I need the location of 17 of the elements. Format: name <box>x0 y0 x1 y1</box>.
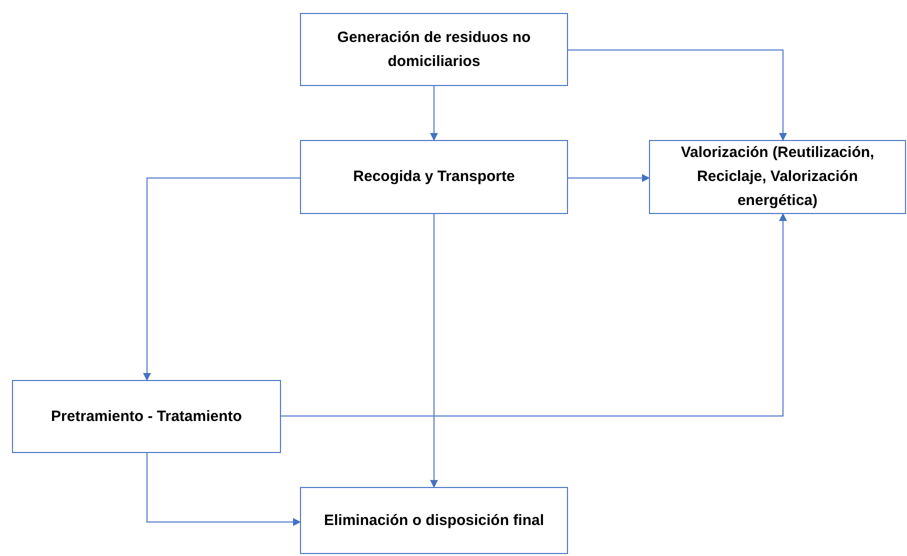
arrow <box>568 50 787 141</box>
box-label: Valorización (Reutilización, Reciclaje, Valorización energética) <box>680 143 876 211</box>
process-box <box>12 380 281 453</box>
arrow <box>146 452 301 526</box>
process-box <box>300 487 568 554</box>
arrow <box>430 86 438 141</box>
arrow <box>568 174 650 182</box>
box-label: Recogida y Transporte <box>353 167 515 187</box>
process-box <box>649 140 906 214</box>
box-label: Generación de residuos no domiciliarios <box>336 28 532 72</box>
process-box <box>300 140 568 214</box>
process-box <box>300 13 568 86</box>
arrow <box>143 178 300 381</box>
arrow <box>430 214 438 488</box>
box-label: Pretramiento - Tratamiento <box>51 406 242 426</box>
box-label: Eliminación o disposición final <box>324 510 544 530</box>
arrow <box>280 213 787 416</box>
